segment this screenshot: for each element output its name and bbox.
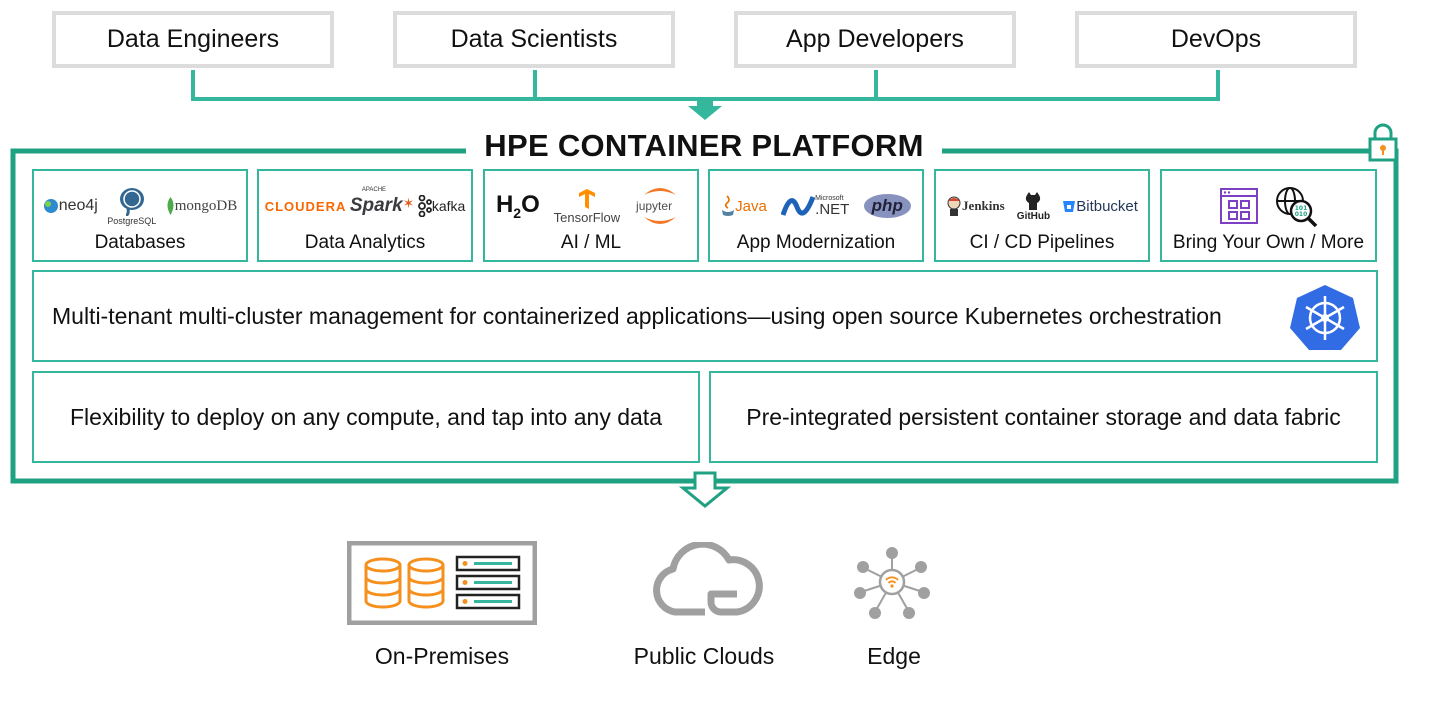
mongodb-text: mongoDB [174,197,238,214]
php-logo: php [863,194,911,218]
storage-band: Pre-integrated persistent container stor… [709,371,1378,463]
bitbucket-icon [1063,201,1076,212]
kafka-logo: kafka [417,195,466,217]
persona-devops: DevOps [1075,11,1357,68]
category-ai-ml: H2O TensorFlow jupyter AI / ML [483,169,699,262]
bitbucket-logo: Bitbucket [1062,198,1138,215]
java-text: Java [735,197,767,215]
postgresql-text: PostgreSQL [107,216,157,226]
kubernetes-icon [1290,285,1360,350]
dotnet-wave-icon [781,196,816,216]
edge-network-icon [854,547,930,619]
category-label: CI / CD Pipelines [969,232,1115,253]
category-bring-your-own: 101 010 Bring Your Own / More [1160,169,1377,262]
h2o-logo: H2O [496,191,540,221]
kafka-text: kafka [431,198,466,214]
jupyter-logo: jupyter [634,183,686,229]
github-text: GitHub [1016,210,1051,222]
management-text: Multi-tenant multi-cluster management fo… [52,302,1222,329]
padlock-icon [1368,123,1398,162]
jenkins-logo: Jenkins [946,195,1005,217]
java-logo: Java [721,195,767,217]
github-logo: GitHub [1017,191,1050,222]
kafka-icon [417,195,432,217]
svg-text:101: 101 [1294,205,1307,212]
tensorflow-icon [578,188,595,209]
target-edge: Edge [867,643,921,669]
java-cup-icon [722,195,735,216]
target-public-clouds: Public Clouds [633,643,775,669]
dotnet-text: .NET [815,201,850,218]
h2o-h: H [495,191,514,219]
category-label: Bring Your Own / More [1172,232,1365,253]
globe-search-icon: 101 010 [1275,187,1317,227]
mongodb-logo: mongoDB [166,197,238,215]
neo4j-icon [43,199,58,213]
app-window-icon [1219,188,1258,224]
server-rack-icon [455,555,521,610]
flexibility-text: Flexibility to deploy on any compute, an… [70,403,662,430]
elephant-icon [119,188,144,216]
on-premises-icon [347,541,537,625]
persona-app-developers: App Developers [734,11,1016,68]
h2o-2: 2 [513,204,522,221]
category-label: AI / ML [560,232,622,253]
persona-label: Data Scientists [450,25,618,53]
database-icon [364,557,445,609]
dotnet-logo: Microsoft .NET [781,195,849,217]
spark-text: Spark [349,195,403,216]
microsoft-text: Microsoft [815,195,844,202]
category-app-modernization: Java Microsoft .NET php App Modernizatio… [708,169,924,262]
spark-logo: APACHE Spark✶ [349,187,415,217]
cloud-icon [653,542,763,616]
category-databases: neo4j PostgreSQL mongoDB Databases [32,169,248,262]
tensorflow-text: TensorFlow [553,209,621,225]
jenkins-butler-icon [947,196,961,216]
category-label: App Modernization [736,232,896,253]
spark-star-icon: ✶ [402,195,415,211]
postgresql-logo: PostgreSQL [107,186,156,226]
leaf-icon [167,197,174,215]
octocat-icon [1026,191,1041,210]
persona-label: Data Engineers [106,25,280,53]
neo4j-logo: neo4j [43,197,98,215]
category-label: Databases [94,232,186,253]
svg-text:010: 010 [1294,211,1307,218]
h2o-o: O [521,191,540,219]
persona-data-engineers: Data Engineers [52,11,334,68]
jenkins-text: Jenkins [962,198,1005,213]
cloudera-logo: CLOUDERA [264,198,347,214]
spark-apache-text: APACHE [361,187,387,193]
neo4j-text: neo4j [58,197,98,214]
persona-label: DevOps [1170,25,1262,53]
php-text: php [871,196,903,215]
category-label: Data Analytics [304,232,426,253]
management-band: Multi-tenant multi-cluster management fo… [32,270,1378,362]
category-ci-cd-pipelines: Jenkins GitHub Bitbucket CI / CD Pipelin… [934,169,1150,262]
platform-title: HPE CONTAINER PLATFORM [466,126,942,166]
category-data-analytics: CLOUDERA APACHE Spark✶ kafka Data Analyt… [257,169,473,262]
bitbucket-text: Bitbucket [1076,197,1138,215]
jupyter-text: jupyter [636,199,673,213]
flexibility-band: Flexibility to deploy on any compute, an… [32,371,700,463]
tensorflow-logo: TensorFlow [554,188,620,225]
storage-text: Pre-integrated persistent container stor… [746,403,1341,430]
target-on-premises: On-Premises [374,643,510,669]
jupyter-icon [644,188,677,224]
persona-data-scientists: Data Scientists [393,11,675,68]
persona-label: App Developers [786,25,964,53]
